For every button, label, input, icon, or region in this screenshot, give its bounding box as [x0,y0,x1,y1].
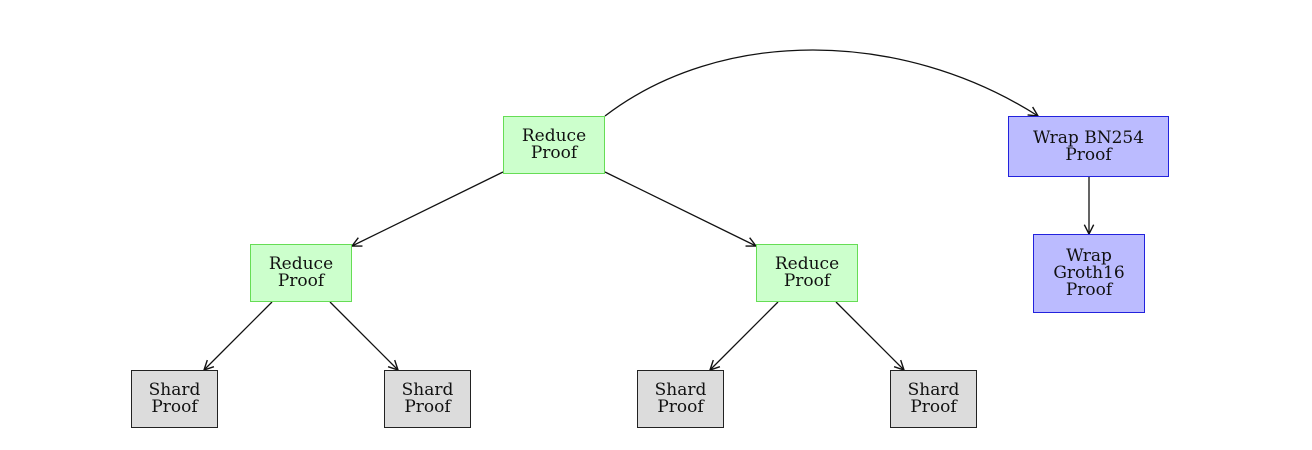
wrap-bn254-proof-node: Wrap BN254 Proof [1008,116,1169,177]
node-label-line: Reduce [268,254,334,274]
node-label-line: Wrap [1066,246,1112,266]
node-label-line: Shard [654,380,707,400]
root-reduce-proof-node: Reduce Proof [503,116,605,174]
node-label-line: Proof [530,143,578,163]
right-reduce-proof-node: Reduce Proof [756,244,858,302]
node-label-line: Proof [404,397,451,417]
node-label-line: Shard [907,380,960,400]
left-reduce-proof-node: Reduce Proof [250,244,352,302]
node-label-line: Shard [148,380,201,400]
node-label-line: Wrap BN254 [1032,127,1145,148]
shard-proof-node-3: Shard Proof [637,370,724,428]
node-label-line: Proof [151,397,198,417]
node-label-line: Shard [401,380,454,400]
node-label-line: Proof [1065,280,1113,300]
node-label-line: Reduce [521,126,587,146]
node-label-line: Groth16 [1053,263,1125,283]
shard-proof-node-2: Shard Proof [384,370,471,428]
node-label-line: Proof [657,397,704,417]
edge-left-reduce-to-shard-1 [204,301,273,370]
edge-root-to-left-reduce [352,171,504,246]
node-label-line: Reduce [774,254,840,274]
node-label-line: Proof [1065,144,1112,165]
edge-root-to-wrap-bn254 [604,49,1038,116]
node-label-line: Proof [277,271,325,291]
node-label-line: Proof [783,271,831,291]
edge-root-to-right-reduce [604,171,756,246]
wrap-groth16-proof-node: Wrap Groth16 Proof [1033,234,1145,313]
edge-right-reduce-to-shard-4 [835,301,904,370]
edge-right-reduce-to-shard-3 [710,301,779,370]
node-label-line: Proof [910,397,957,417]
edge-left-reduce-to-shard-2 [329,301,398,370]
shard-proof-node-4: Shard Proof [890,370,977,428]
shard-proof-node-1: Shard Proof [131,370,218,428]
